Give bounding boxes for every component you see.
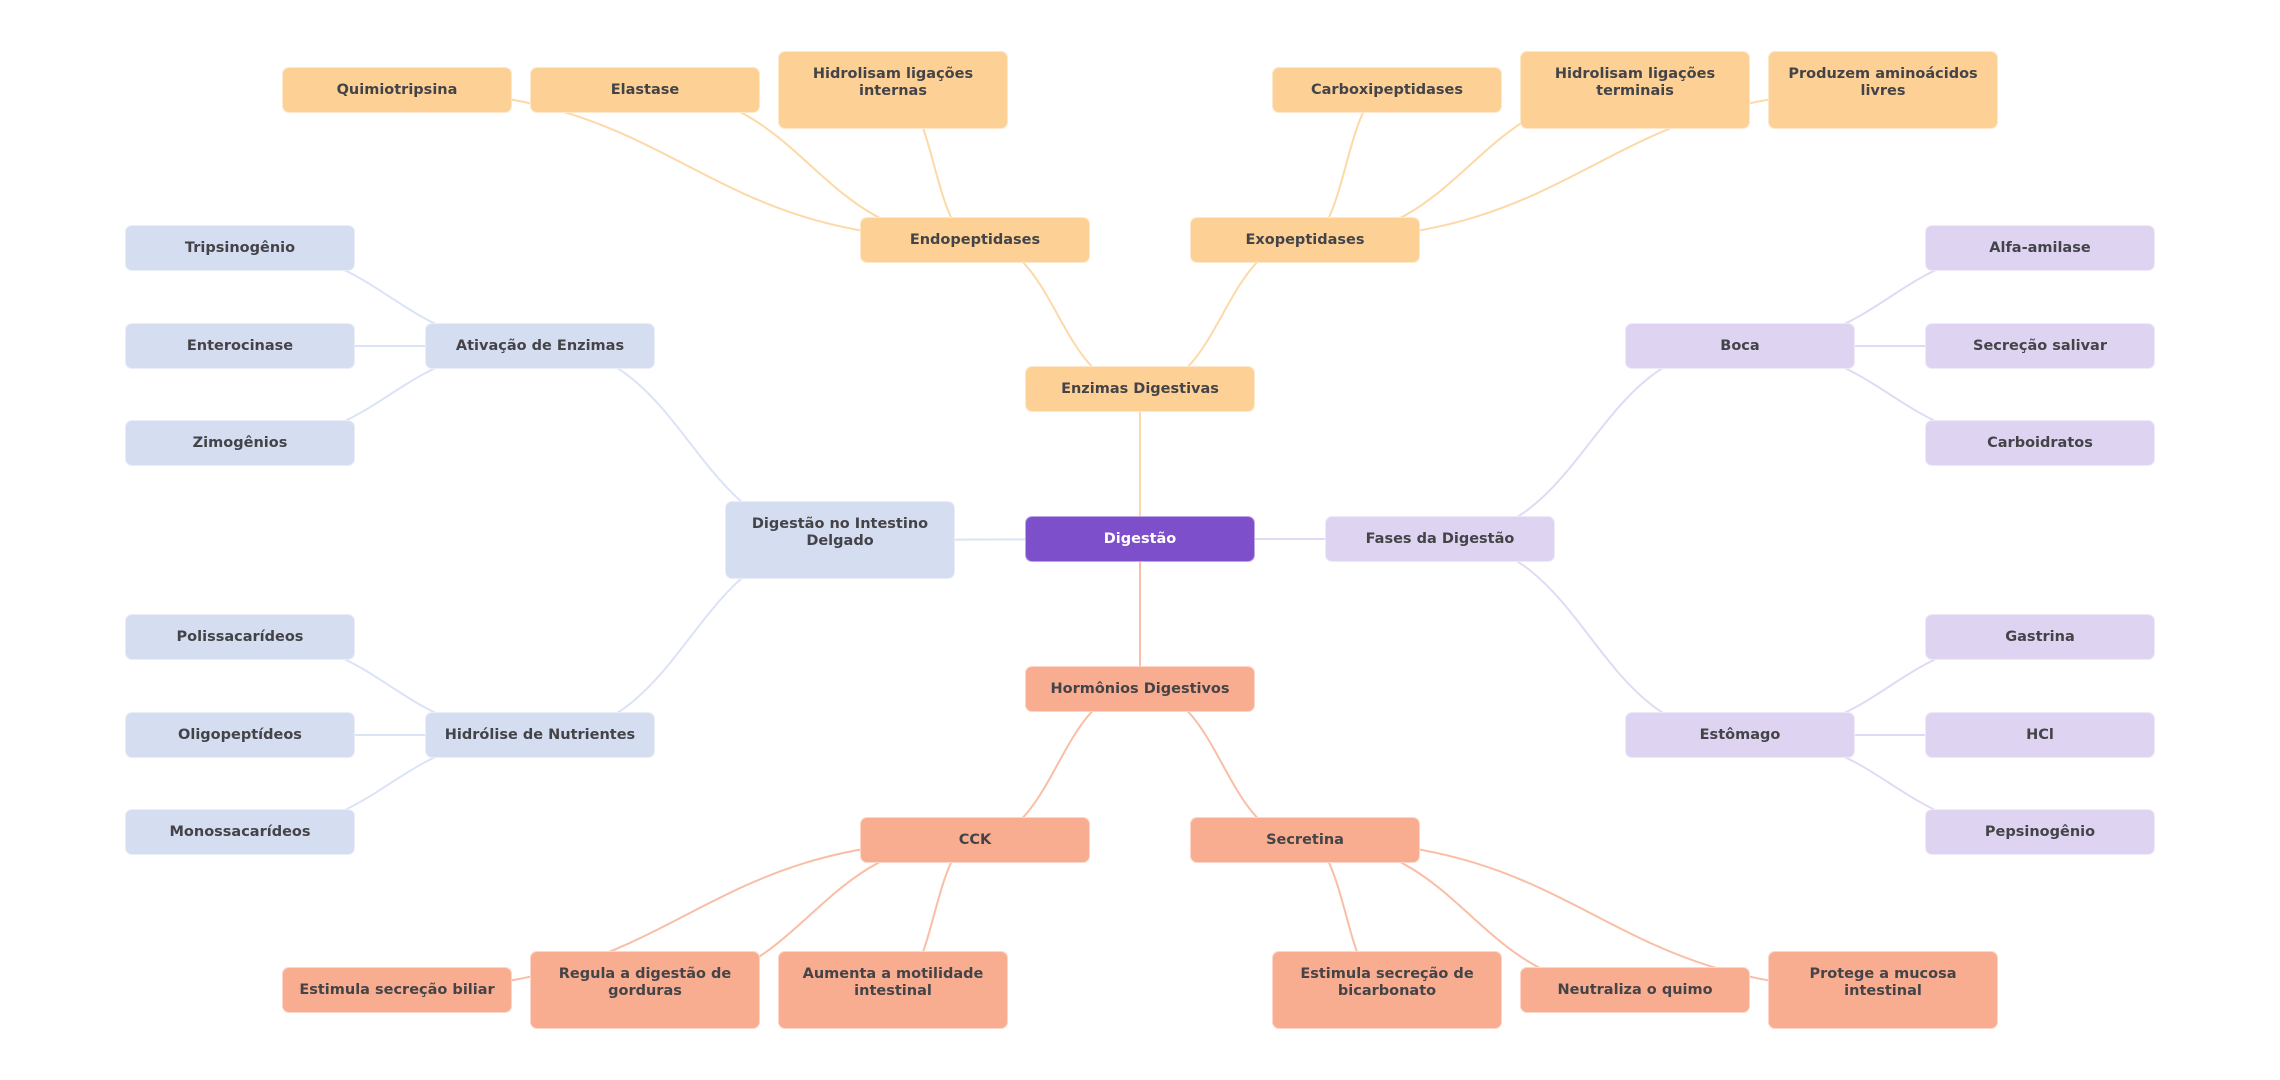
node-exopeptidases[interactable]: Exopeptidases	[1190, 217, 1420, 263]
node-regula-digestao-gorduras[interactable]: Regula a digestão de gorduras	[530, 951, 760, 1029]
node-carboxipeptidases[interactable]: Carboxipeptidases	[1272, 67, 1502, 113]
node-cck[interactable]: CCK	[860, 817, 1090, 863]
node-alfa-amilase[interactable]: Alfa-amilase	[1925, 225, 2155, 271]
edge-fases-estomago	[1439, 538, 1741, 736]
node-elastase[interactable]: Elastase	[530, 67, 760, 113]
node-tripsinogenio[interactable]: Tripsinogênio	[125, 225, 355, 271]
node-hcl[interactable]: HCl	[1925, 712, 2155, 758]
node-aumenta-motilidade-intestinal[interactable]: Aumenta a motilidade intestinal	[778, 951, 1008, 1029]
node-enterocinase[interactable]: Enterocinase	[125, 323, 355, 369]
node-hormonios-digestivos[interactable]: Hormônios Digestivos	[1025, 666, 1255, 712]
node-secretina[interactable]: Secretina	[1190, 817, 1420, 863]
node-polissacarideos[interactable]: Polissacarídeos	[125, 614, 355, 660]
node-protege-mucosa-intestinal[interactable]: Protege a mucosa intestinal	[1768, 951, 1998, 1029]
node-root-digestao[interactable]: Digestão	[1025, 516, 1255, 562]
node-estimula-secrecao-biliar[interactable]: Estimula secreção biliar	[282, 967, 512, 1013]
node-hidrolisam-ligacoes-terminais[interactable]: Hidrolisam ligações terminais	[1520, 51, 1750, 129]
node-carboidratos[interactable]: Carboidratos	[1925, 420, 2155, 466]
node-endopeptidases[interactable]: Endopeptidases	[860, 217, 1090, 263]
node-oligopeptideos[interactable]: Oligopeptídeos	[125, 712, 355, 758]
node-estimula-secrecao-bicarbonato[interactable]: Estimula secreção de bicarbonato	[1272, 951, 1502, 1029]
node-gastrina[interactable]: Gastrina	[1925, 614, 2155, 660]
node-fases-digestao[interactable]: Fases da Digestão	[1325, 516, 1555, 562]
node-ativacao-enzimas[interactable]: Ativação de Enzimas	[425, 323, 655, 369]
node-hidrolise-nutrientes[interactable]: Hidrólise de Nutrientes	[425, 712, 655, 758]
node-enzimas-digestivas[interactable]: Enzimas Digestivas	[1025, 366, 1255, 412]
node-secrecao-salivar[interactable]: Secreção salivar	[1925, 323, 2155, 369]
node-monossacarideos[interactable]: Monossacarídeos	[125, 809, 355, 855]
node-digestao-intestino-delgado[interactable]: Digestão no Intestino Delgado	[725, 501, 955, 579]
node-hidrolisam-ligacoes-internas[interactable]: Hidrolisam ligações internas	[778, 51, 1008, 129]
node-estomago[interactable]: Estômago	[1625, 712, 1855, 758]
node-pepsinogenio[interactable]: Pepsinogênio	[1925, 809, 2155, 855]
node-neutraliza-quimo[interactable]: Neutraliza o quimo	[1520, 967, 1750, 1013]
node-quimiotripsina[interactable]: Quimiotripsina	[282, 67, 512, 113]
node-zimogenios[interactable]: Zimogênios	[125, 420, 355, 466]
node-boca[interactable]: Boca	[1625, 323, 1855, 369]
edge-fases-boca	[1439, 345, 1741, 540]
node-produzem-aminoacidos-livres[interactable]: Produzem aminoácidos livres	[1768, 51, 1998, 129]
